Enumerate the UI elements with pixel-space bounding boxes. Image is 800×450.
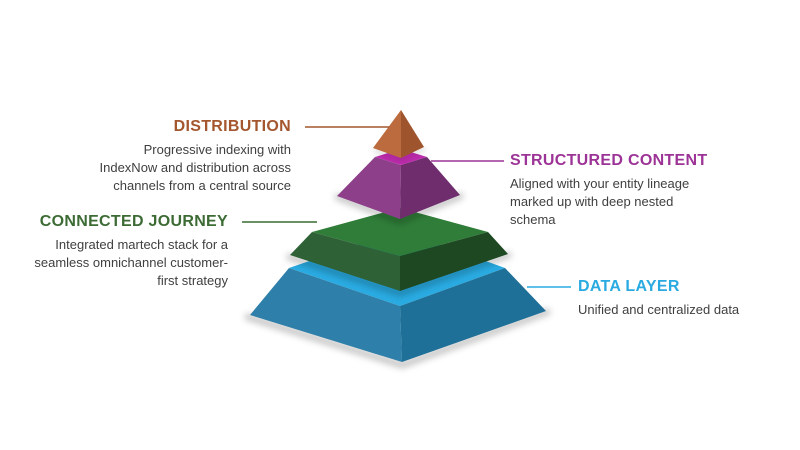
tier-shape-distribution: [373, 110, 425, 163]
tier-title: STRUCTURED CONTENT: [510, 152, 708, 169]
tier-left-face: [373, 110, 401, 158]
tier-title: CONNECTED JOURNEY: [39, 213, 228, 230]
tier-left-face: [290, 232, 400, 291]
label-connected-journey: CONNECTED JOURNEY Integrated martech sta…: [14, 212, 228, 290]
tier-shadow: [244, 308, 551, 369]
tier-right-face: [400, 157, 460, 219]
tier-description: Progressive indexing with IndexNow and d…: [99, 142, 292, 193]
label-distribution: DISTRIBUTION Progressive indexing with I…: [58, 117, 292, 195]
tier-description: Integrated martech stack for a seamless …: [34, 237, 228, 288]
tier-description: Unified and centralized data: [578, 302, 740, 317]
label-data-layer: DATA LAYER Unified and centralized data: [578, 277, 798, 319]
tier-right-face: [400, 232, 508, 291]
label-structured-content: STRUCTURED CONTENT Aligned with your ent…: [510, 151, 740, 229]
tier-shadow: [286, 251, 512, 297]
tier-shadow: [334, 192, 464, 225]
tier-shadow: [374, 147, 425, 163]
tier-title: DISTRIBUTION: [173, 118, 291, 135]
tier-left-face: [337, 157, 401, 219]
tier-shape-connected-journey: [286, 208, 512, 297]
tier-title: DATA LAYER: [578, 278, 680, 295]
tier-right-face: [401, 110, 424, 158]
tier-description: Aligned with your entity lineage marked …: [510, 176, 690, 227]
tier-left-face: [250, 268, 402, 362]
tier-right-face: [400, 268, 546, 362]
